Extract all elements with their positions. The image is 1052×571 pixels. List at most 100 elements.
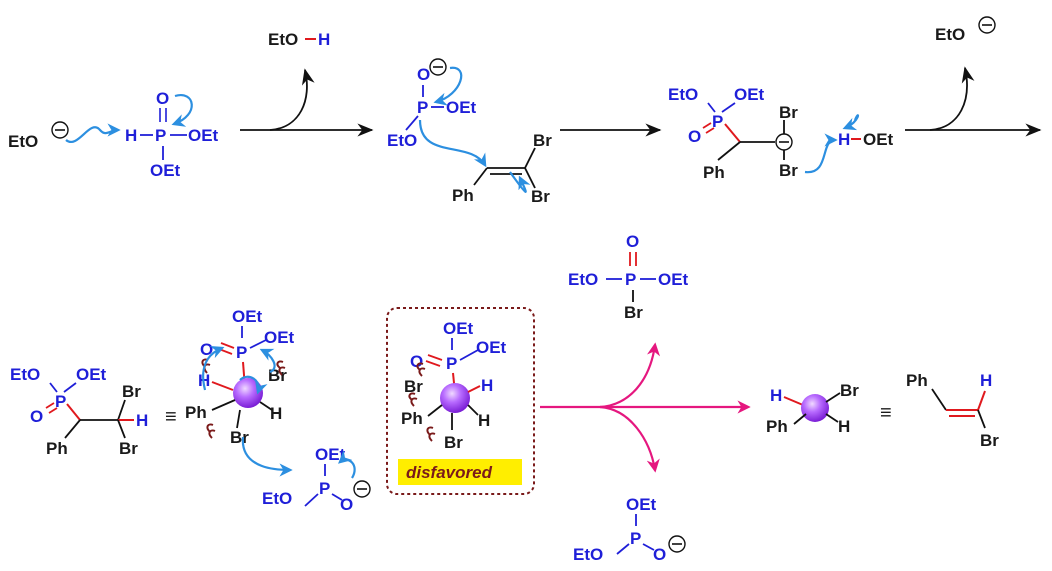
h-label: H — [270, 404, 282, 423]
phosphite-anion-nucleophile: OEt P EtO O — [262, 445, 371, 514]
ph-label: Ph — [703, 163, 725, 182]
ph-label: Ph — [185, 403, 207, 422]
curved-arrow-protonation — [804, 133, 838, 174]
br-label: Br — [779, 103, 798, 122]
oet-label: OEt — [734, 85, 765, 104]
oet-label: OEt — [443, 319, 474, 338]
curved-arrow-elimination — [239, 375, 268, 395]
h-label: H — [838, 417, 850, 436]
eto-label: EtO — [568, 270, 598, 289]
h-label: H — [770, 386, 782, 405]
oet-label: OEt — [863, 130, 894, 149]
newman-orb — [440, 383, 470, 413]
p-label: P — [55, 392, 66, 411]
newman-projection-favored: OEt P OEt O H Br Ph H Br — [185, 307, 295, 477]
eto-label: EtO — [668, 85, 698, 104]
curved-arrow-deprotonation — [65, 123, 121, 143]
eto-label: EtO — [10, 365, 40, 384]
br-label: Br — [268, 366, 287, 385]
disfavored-box: OEt P OEt O Br H Ph H Br disfavored — [386, 307, 535, 495]
br-label: Br — [779, 161, 798, 180]
ph-label: Ph — [906, 371, 928, 390]
p-label: P — [236, 343, 247, 362]
oet-label: OEt — [476, 338, 507, 357]
br-label: Br — [840, 381, 859, 400]
p-label: P — [630, 529, 641, 548]
o-label: O — [156, 89, 169, 108]
eto-label: EtO — [262, 489, 292, 508]
h-label: H — [980, 371, 992, 390]
o-label: O — [626, 232, 639, 251]
br-label: Br — [119, 439, 138, 458]
product-newman: H Br Ph H — [766, 381, 859, 436]
negative-charge-icon — [51, 121, 69, 139]
o-label: O — [410, 352, 423, 371]
p-label: P — [319, 479, 330, 498]
bromophosphate-byproduct: O P EtO OEt Br — [568, 232, 689, 322]
oet-label: OEt — [150, 161, 181, 180]
product-z-bromoalkene: Ph H Br — [906, 371, 999, 450]
ph-label: Ph — [766, 417, 788, 436]
ethoxide-label: EtO — [935, 25, 965, 44]
disfavored-highlight — [398, 459, 522, 485]
curved-arrow-po — [171, 93, 193, 127]
p-label: P — [155, 126, 166, 145]
oet-label: OEt — [76, 365, 107, 384]
h-label: H — [318, 30, 330, 49]
p-label: P — [625, 270, 636, 289]
steric-strain-icon — [206, 423, 216, 439]
steric-strain-icon — [408, 392, 418, 407]
oet-label: OEt — [315, 445, 346, 464]
curved-arrow-attack — [418, 119, 487, 168]
eto-label: EtO — [387, 131, 417, 150]
step1-arrow: EtO H — [240, 30, 374, 137]
ethoxide-label: EtO — [8, 132, 38, 151]
equivalence-sign: ≡ — [165, 406, 177, 428]
byproduct-arrow — [269, 68, 315, 131]
newman-orb — [801, 394, 829, 422]
reaction-arrow-upper — [599, 342, 661, 409]
p-label: P — [417, 98, 428, 117]
br-label: Br — [122, 382, 141, 401]
p-label: P — [712, 112, 723, 131]
o-label: O — [653, 545, 666, 564]
curved-arrow-po — [259, 348, 276, 374]
step1-ethoxide-and-phosphite: EtO H P O OEt OEt — [8, 89, 219, 180]
br-label: Br — [230, 428, 249, 447]
curved-arrow-attack — [338, 450, 356, 479]
equivalence-sign: ≡ — [880, 402, 892, 424]
br-label: Br — [531, 187, 550, 206]
curved-arrow-bromide — [241, 436, 293, 477]
oet-label: OEt — [188, 126, 219, 145]
ethanol-label: EtO — [268, 30, 298, 49]
br-label: Br — [980, 431, 999, 450]
oet-label: OEt — [626, 495, 657, 514]
br-label: Br — [404, 377, 423, 396]
h-label: H — [478, 411, 490, 430]
curved-arrow-elimination — [202, 345, 225, 391]
p-label: P — [446, 354, 457, 373]
intermediate-phosphonate: EtO P OEt O Ph Br H Br — [10, 365, 148, 458]
h-label: H — [481, 376, 493, 395]
h-label: H — [838, 130, 850, 149]
byproduct-arrow — [929, 66, 975, 131]
br-label: Br — [624, 303, 643, 322]
o-label: O — [417, 65, 430, 84]
step3-carbanion-intermediate: EtO P OEt O Ph Br Br H OEt — [668, 85, 894, 182]
ph-label: Ph — [46, 439, 68, 458]
steric-strain-icon — [276, 360, 286, 376]
curved-arrow-oh — [842, 114, 860, 131]
ph-label: Ph — [401, 409, 423, 428]
elimination-split-arrows — [540, 342, 751, 473]
oet-label: OEt — [232, 307, 263, 326]
disfavored-label: disfavored — [406, 463, 493, 482]
curved-arrow-pi-bond — [509, 171, 531, 193]
o-label: O — [688, 127, 701, 146]
steric-strain-icon — [426, 426, 436, 442]
oet-label: OEt — [446, 98, 477, 117]
br-label: Br — [533, 131, 552, 150]
steric-strain-icon — [416, 362, 426, 377]
h-label: H — [136, 411, 148, 430]
oet-label: OEt — [264, 328, 295, 347]
